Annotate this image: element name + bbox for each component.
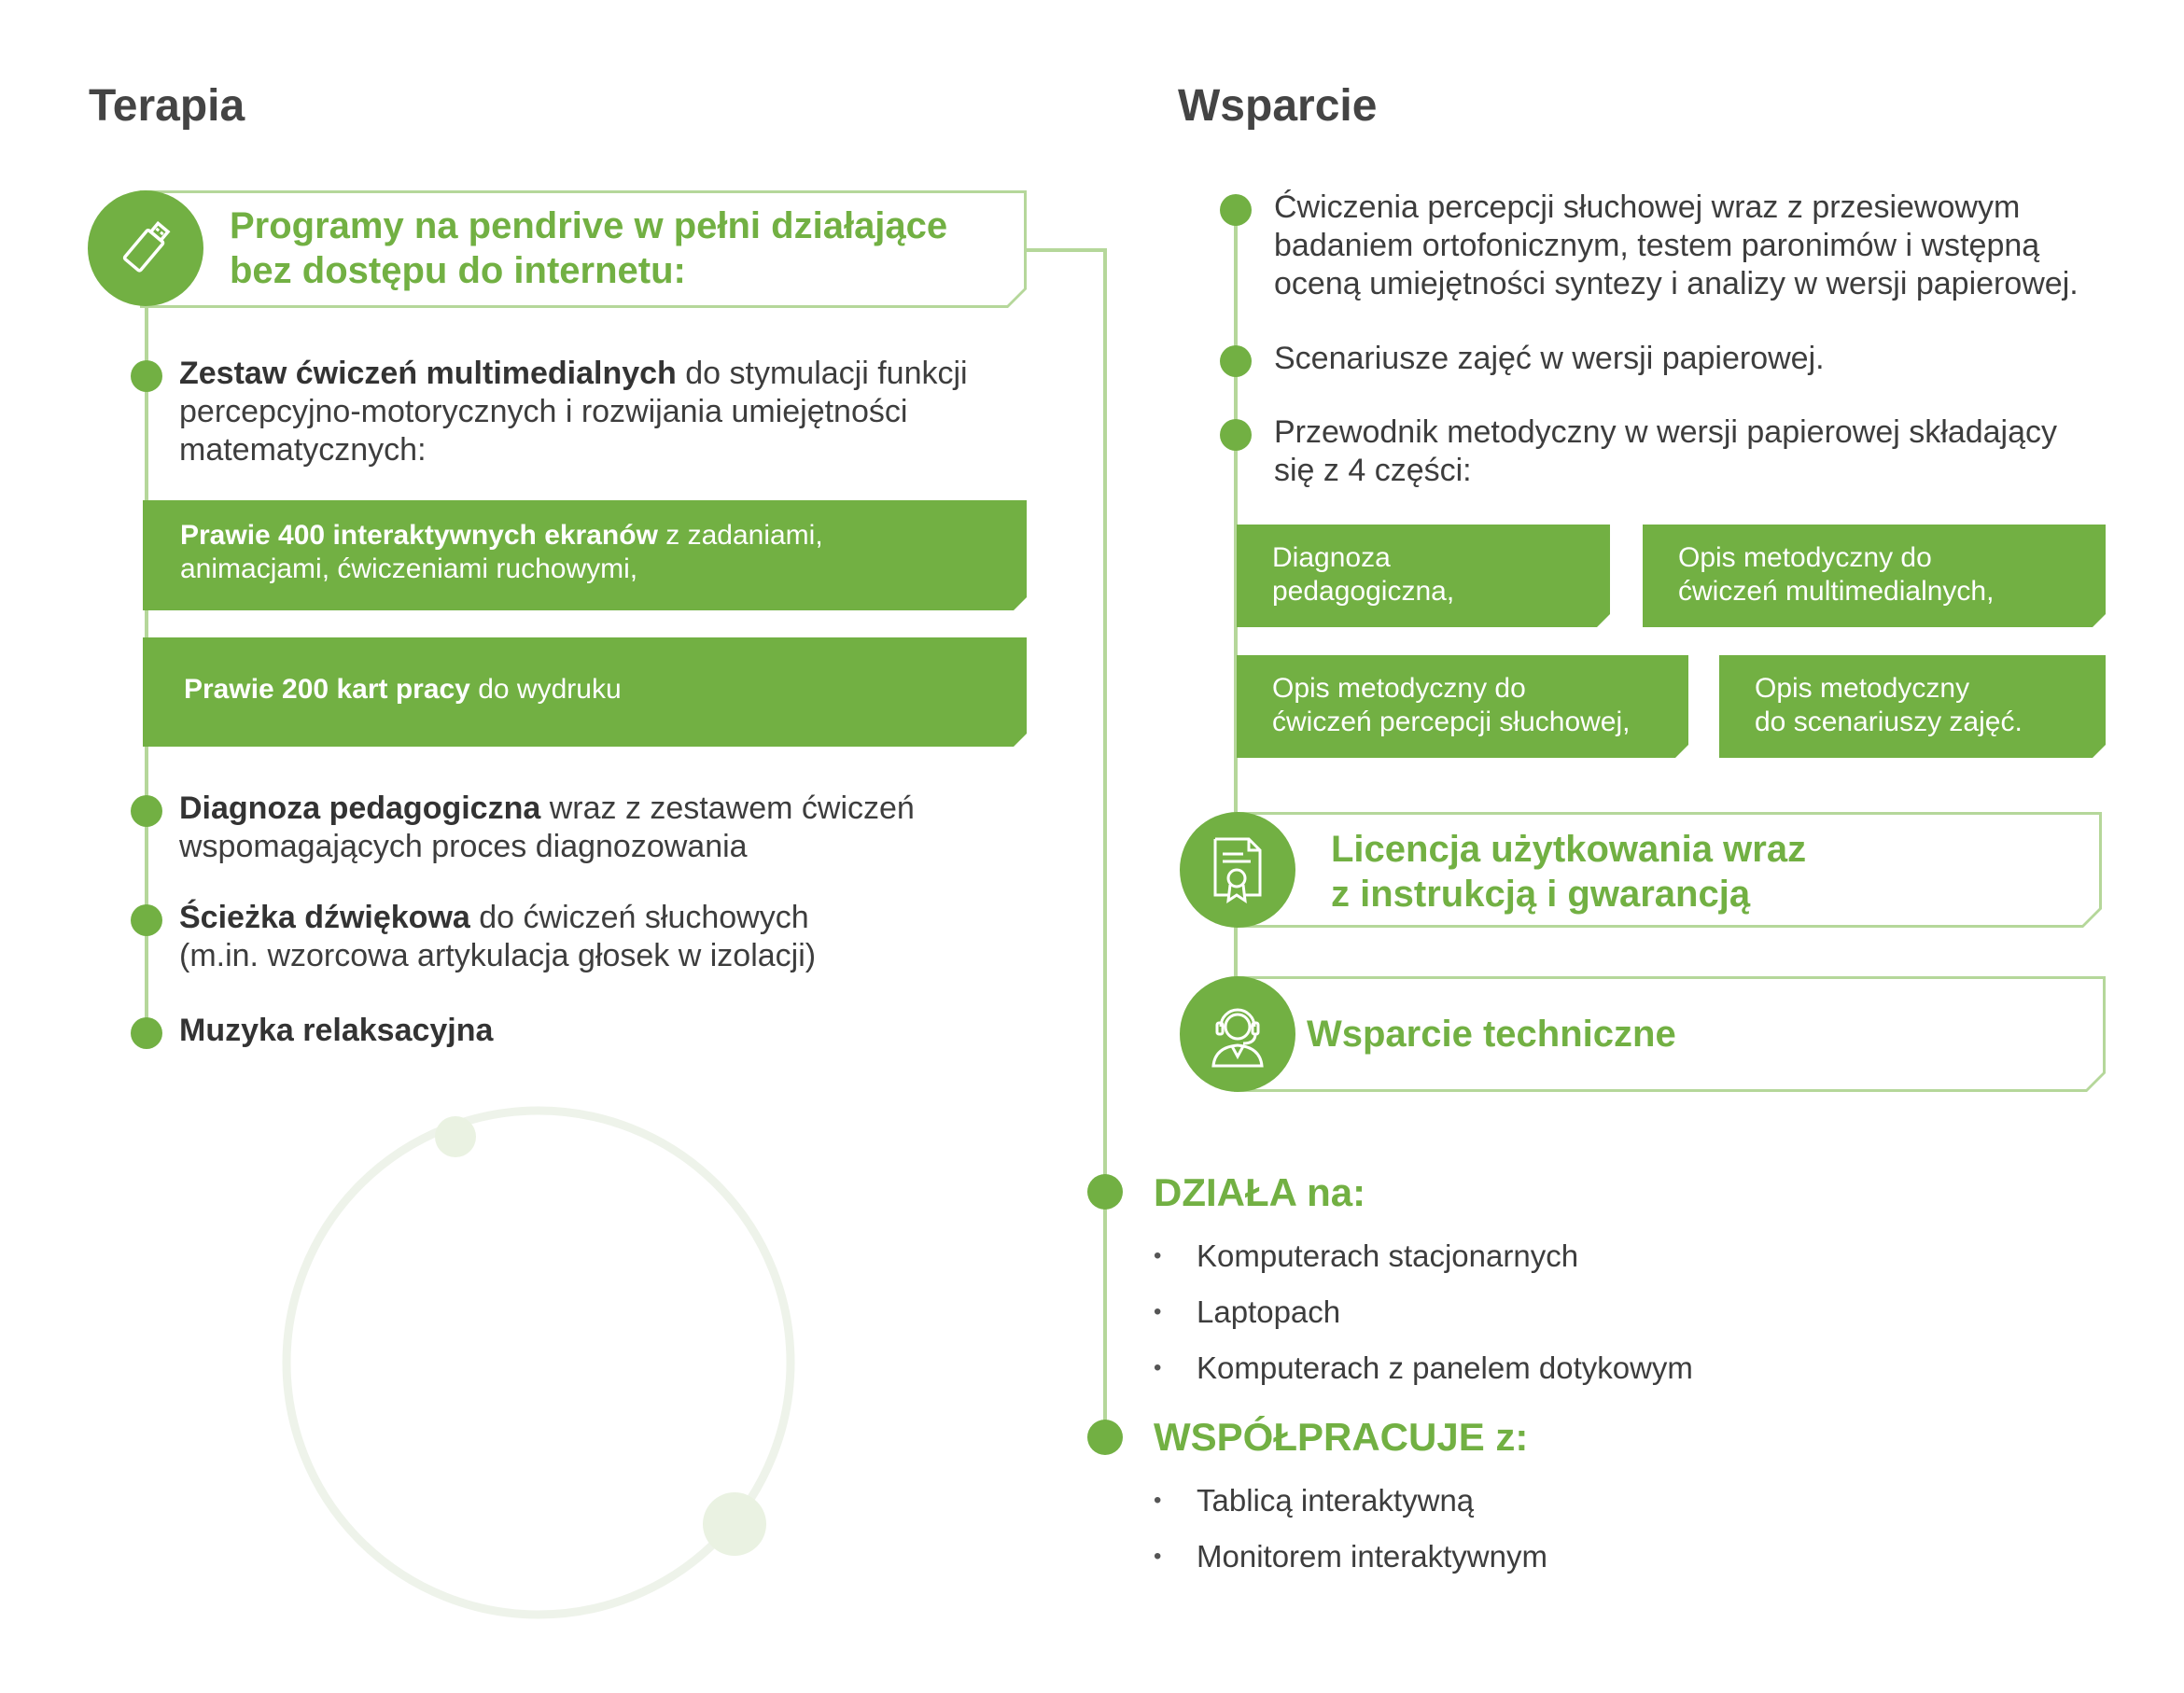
list-item: •Komputerach z panelem dotykowym [1154, 1350, 1693, 1385]
timeline-dot [1087, 1420, 1123, 1455]
technical-support-title: Wsparcie techniczne [1307, 1014, 1676, 1055]
pendrive-title: Programy na pendrive w pełni działające … [230, 205, 948, 291]
cooperates-list: •Tablicą interaktywną •Monitorem interak… [1154, 1473, 1547, 1585]
auditory-perception-text: Ćwiczenia percepcji słuchowej wraz z prz… [1274, 189, 2079, 301]
timeline-dot [1220, 419, 1252, 451]
relaxation-music-text: Muzyka relaksacyjna [179, 1013, 494, 1048]
screens-box: Prawie 400 interaktywnych ekranów z zada… [143, 500, 1027, 610]
timeline-dot [131, 795, 162, 827]
license-title: Licencja użytkowania wraz z instrukcją i… [1331, 829, 1807, 915]
works-on-list: •Komputerach stacjonarnych •Laptopach •K… [1154, 1228, 1693, 1396]
headset-support-icon [1180, 976, 1295, 1092]
multimedia-exercises-text: Zestaw ćwiczeń multimedialnych do stymul… [179, 356, 968, 468]
list-item: •Komputerach stacjonarnych [1154, 1238, 1579, 1273]
left-heading: Terapia [89, 81, 245, 131]
cooperates-title: WSPÓŁPRACUJE z: [1154, 1415, 1529, 1459]
pendrive-title-box [140, 190, 1027, 308]
certificate-icon [1180, 812, 1295, 928]
guide-part-box: Opis metodyczny do ćwiczeń percepcji słu… [1237, 655, 1688, 758]
list-item: •Tablicą interaktywną [1154, 1483, 1475, 1518]
guide-part-box: Diagnoza pedagogiczna, [1237, 525, 1610, 627]
timeline-dot [131, 1017, 162, 1049]
list-item: •Monitorem interaktywnym [1154, 1539, 1547, 1574]
methodical-guide-text: Przewodnik metodyczny w wersji papierowe… [1274, 414, 2058, 488]
decorative-orbit-circle [282, 1106, 795, 1619]
soundtrack-text: Ścieżka dźwiękowa do ćwiczeń słuchowych … [179, 900, 817, 973]
connector-line-vertical [1103, 248, 1107, 1439]
works-on-title: DZIAŁA na: [1154, 1170, 1366, 1214]
worksheets-box: Prawie 200 kart pracy do wydruku [143, 637, 1027, 747]
timeline-dot [131, 904, 162, 936]
timeline-dot [131, 360, 162, 392]
guide-part-box: Opis metodyczny do ćwiczeń multimedialny… [1643, 525, 2106, 627]
timeline-dot [1220, 194, 1252, 226]
timeline-dot [1087, 1174, 1123, 1210]
license-box [1234, 812, 2102, 928]
lesson-scenarios-text: Scenariusze zajęć w wersji papierowej. [1274, 341, 1825, 376]
right-heading: Wsparcie [1178, 81, 1378, 131]
guide-part-box: Opis metodyczny do scenariuszy zajęć. [1719, 655, 2106, 758]
timeline-dot [1220, 345, 1252, 377]
usb-drive-icon [88, 190, 203, 306]
diagnosis-text: Diagnoza pedagogiczna wraz z zestawem ćw… [179, 791, 915, 864]
right-timeline-line [1234, 211, 1238, 1032]
connector-line-horizontal [1027, 248, 1105, 252]
technical-support-box [1234, 976, 2106, 1092]
list-item: •Laptopach [1154, 1294, 1341, 1329]
